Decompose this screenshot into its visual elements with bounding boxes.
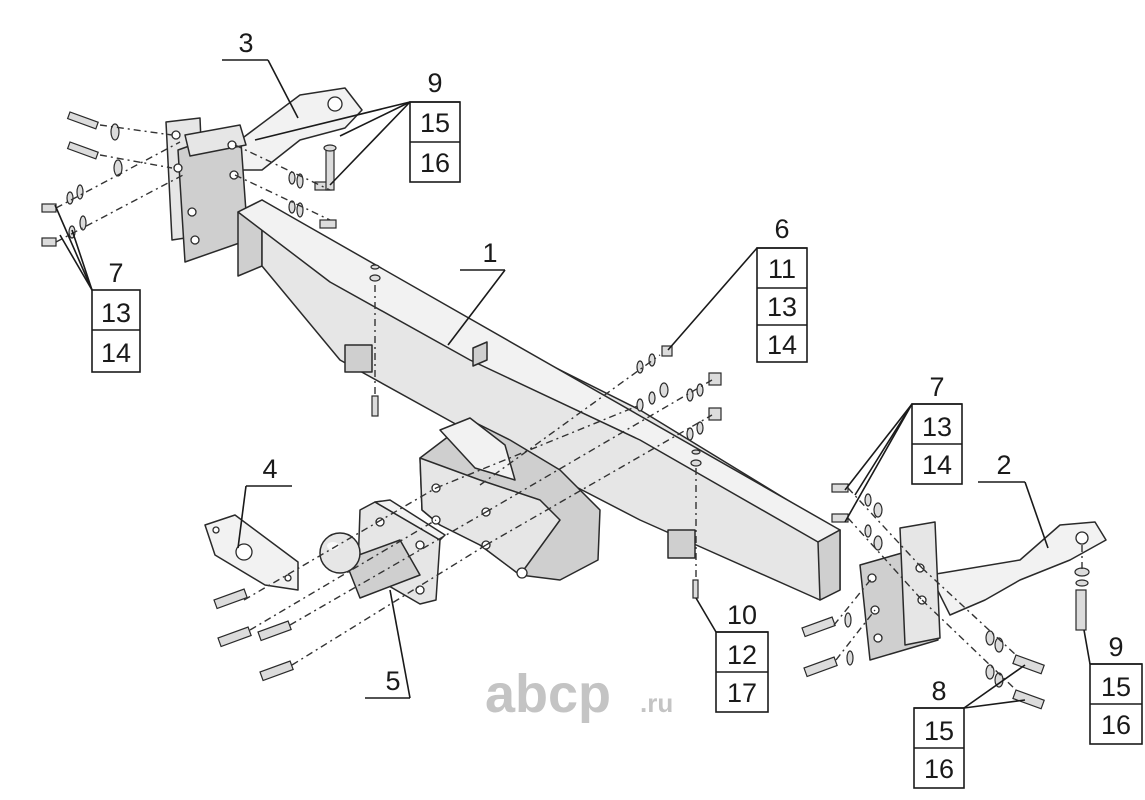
watermark: abcp .ru [485, 664, 673, 724]
watermark-suffix: .ru [640, 688, 673, 718]
watermark-main: abcp [485, 664, 611, 724]
callout-9-right-sub2: 16 [1101, 710, 1131, 740]
callout-3-label: 3 [238, 28, 253, 58]
callout-7-right-sub2: 14 [922, 450, 952, 480]
callout-8-num: 8 [931, 676, 946, 706]
hardware [41, 111, 1090, 710]
callout-10-sub1: 12 [727, 640, 757, 670]
callout-10: 10 12 17 [695, 597, 769, 713]
callout-9-right: 9 15 16 [1083, 629, 1143, 745]
callout-10-sub2: 17 [727, 678, 757, 708]
callout-3: 3 [222, 28, 299, 119]
callout-2: 2 [978, 450, 1049, 549]
callout-7-right: 7 13 14 [844, 372, 963, 523]
callout-10-num: 10 [727, 600, 757, 630]
callout-1-label: 1 [482, 238, 497, 268]
callout-5-label: 5 [385, 666, 400, 696]
callout-9-top: 9 15 16 [254, 68, 461, 186]
callout-9-right-num: 9 [1108, 632, 1123, 662]
callout-9-top-num: 9 [427, 68, 442, 98]
callout-6-sub1: 11 [768, 254, 796, 284]
callout-7-right-num: 7 [929, 372, 944, 402]
callout-6-sub2: 13 [767, 292, 797, 322]
callout-7-left-sub1: 13 [101, 298, 131, 328]
callout-9-top-sub2: 16 [420, 148, 450, 178]
callout-7-left-num: 7 [108, 258, 123, 288]
callout-8-sub2: 16 [924, 754, 954, 784]
callout-9-top-sub1: 15 [420, 108, 450, 138]
callout-1: 1 [447, 238, 506, 346]
callout-6-num: 6 [774, 214, 789, 244]
callout-2-label: 2 [996, 450, 1011, 480]
left-mounting-bracket [165, 87, 363, 263]
callout-8: 8 15 16 [913, 664, 1026, 789]
main-crossbeam [237, 199, 841, 601]
callout-8-sub1: 15 [924, 716, 954, 746]
callout-5: 5 [365, 589, 411, 699]
callout-4: 4 [237, 454, 292, 549]
callout-6-sub3: 14 [767, 330, 797, 360]
callout-9-right-sub1: 15 [1101, 672, 1131, 702]
callout-7-right-sub1: 13 [922, 412, 952, 442]
callout-7-left-sub2: 14 [101, 338, 131, 368]
callout-6: 6 11 13 14 [667, 214, 808, 363]
assembly-axis-lines [55, 124, 1083, 691]
socket-plate [204, 514, 299, 591]
right-mounting-bracket [859, 521, 1107, 661]
hitch-bracket-plate [419, 417, 601, 581]
tow-ball-mount [319, 499, 446, 605]
callout-4-label: 4 [262, 454, 277, 484]
callout-7-left: 7 13 14 [54, 204, 141, 373]
